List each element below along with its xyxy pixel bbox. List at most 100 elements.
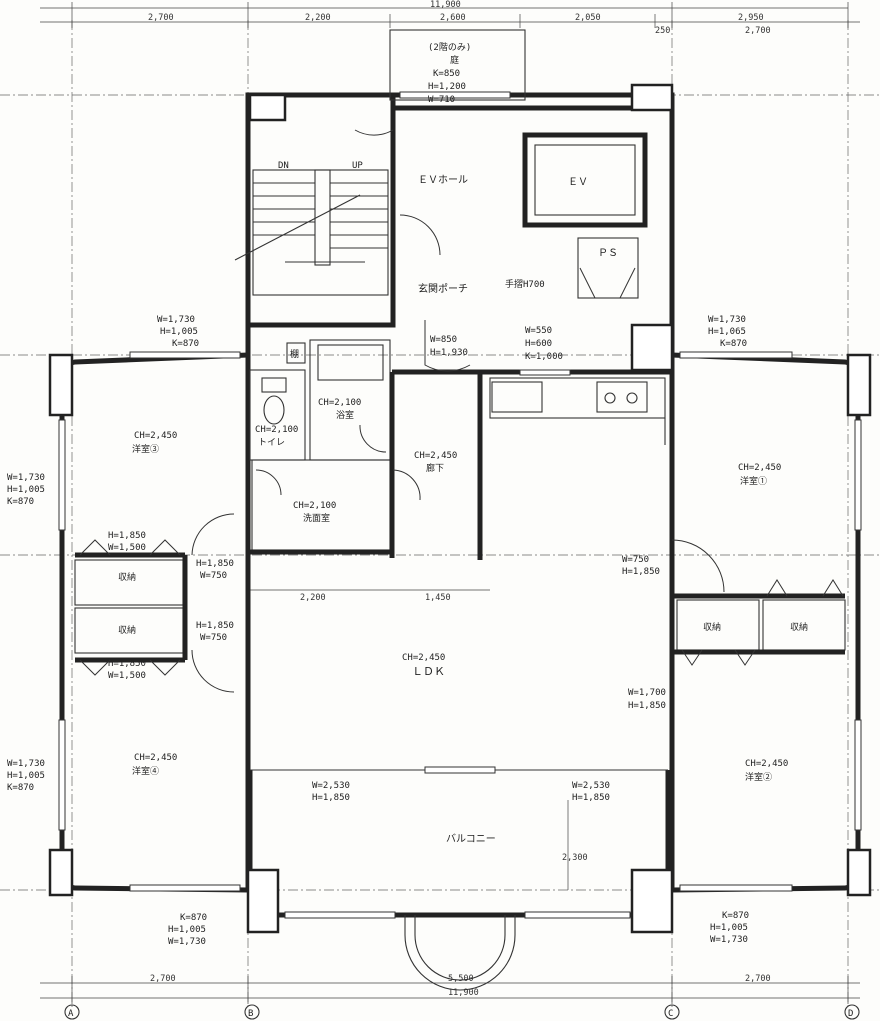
dim-top-4: 2,950 [738, 13, 764, 23]
ev-label: ＥＶ [568, 177, 588, 188]
r4-left-w: W=1,730 [7, 759, 45, 769]
dim-total-bottom: 11,900 [448, 988, 479, 998]
axis-c: C [668, 1009, 673, 1019]
axis-b: B [248, 1009, 253, 1019]
r4-left-k: K=870 [7, 783, 34, 793]
r2-bottom-w: W=1,730 [710, 935, 748, 945]
washroom-ch: CH=2,100 [293, 501, 336, 511]
ev-hall-label: ＥＶホール [418, 174, 468, 186]
room4-ch: CH=2,450 [134, 753, 177, 763]
door-r2-w: W=1,700 [628, 688, 666, 698]
dim-bottom-0: 2,700 [150, 974, 176, 984]
ldk-ch: CH=2,450 [402, 653, 445, 663]
room-labels: ＥＶホール ＥＶ ＰＳ 手摺H700 玄関ポーチ W=850 H=1,930 W… [118, 174, 808, 845]
stor-bot-h: H=1,850 [108, 659, 146, 669]
r3-left-w: W=1,730 [7, 473, 45, 483]
dim-balcony-depth: 2,300 [562, 853, 588, 863]
toilet-name: トイレ [258, 438, 285, 448]
ldk-name: ＬＤＫ [412, 665, 445, 678]
dim-top-3: 2,050 [575, 13, 601, 23]
r1-top-w: W=1,730 [708, 315, 746, 325]
dim-inner-2: 1,450 [425, 593, 451, 603]
dimension-labels: 11,900 2,700 2,200 2,600 2,050 2,950 2,7… [148, 0, 771, 998]
washroom-name: 洗面室 [303, 512, 330, 524]
room1-name: 洋室① [740, 475, 767, 487]
entry-door-h: H=1,930 [430, 348, 468, 358]
opening-labels: W=1,730 H=1,005 K=870 W=1,730 H=1,065 K=… [7, 315, 749, 947]
hall-name: 廊下 [426, 462, 444, 474]
columns [48, 83, 872, 934]
balc-r-h: H=1,850 [572, 793, 610, 803]
room3-ch: CH=2,450 [134, 431, 177, 441]
axis-a: A [68, 1009, 74, 1019]
dim-top-0: 2,700 [148, 13, 174, 23]
entry-door-w: W=850 [430, 335, 457, 345]
dim-top-5: 2,700 [745, 26, 771, 36]
stor-top-w: W=1,500 [108, 543, 146, 553]
niwa-spec-k: K=850 [433, 69, 460, 79]
dim-top-small: 250 [655, 26, 670, 36]
dim-bottom-1: 5,500 [448, 974, 474, 984]
r3-top-k: K=870 [172, 339, 199, 349]
r4-bottom-k: K=870 [180, 913, 207, 923]
storage-left-1: 収納 [118, 571, 136, 583]
shelf-box [286, 342, 306, 364]
room2-name: 洋室② [745, 771, 772, 783]
dimension-lines [40, 2, 860, 1004]
stair-dn-label: DN [278, 161, 289, 171]
r3-top-w: W=1,730 [157, 315, 195, 325]
door-r4-h: H=1,850 [196, 621, 234, 631]
porch-window-k: K=1,000 [525, 352, 563, 362]
bath-ch: CH=2,100 [318, 398, 361, 408]
storage-left-2: 収納 [118, 624, 136, 636]
r1-top-k: K=870 [720, 339, 747, 349]
porch-window-w: W=550 [525, 326, 552, 336]
r2-bottom-k: K=870 [722, 911, 749, 921]
door-r2-h: H=1,850 [628, 701, 666, 711]
r3-left-h: H=1,005 [7, 485, 45, 495]
doors [79, 129, 844, 693]
walls [59, 29, 861, 991]
toilet-fixture [261, 377, 287, 425]
grid-lines [0, 20, 880, 1010]
windows [58, 91, 862, 919]
axis-d: D [848, 1009, 853, 1019]
dim-top-2: 2,600 [440, 13, 466, 23]
r3-left-k: K=870 [7, 497, 34, 507]
r4-left-h: H=1,005 [7, 771, 45, 781]
niwa-spec-h: H=1,200 [428, 82, 466, 92]
r4-bottom-w: W=1,730 [168, 937, 206, 947]
r3-top-h: H=1,005 [160, 327, 198, 337]
niwa-note: (2階のみ) [428, 42, 471, 53]
staircase: DN UP [234, 161, 389, 296]
room3-name: 洋室③ [132, 443, 159, 455]
niwa-spec-w: W=710 [428, 95, 455, 105]
bath-name: 浴室 [336, 409, 354, 421]
porch-label: 玄関ポーチ [418, 282, 468, 295]
balc-l-w: W=2,530 [312, 781, 350, 791]
dim-bottom-2: 2,700 [745, 974, 771, 984]
storage-right-2: 収納 [790, 621, 808, 633]
room2-ch: CH=2,450 [745, 759, 788, 769]
room4-name: 洋室④ [132, 765, 159, 777]
stor-top-h: H=1,850 [108, 531, 146, 541]
handrail-label: 手摺H700 [505, 278, 545, 290]
balc-r-w: W=2,530 [572, 781, 610, 791]
door-r1-w: W=750 [622, 555, 649, 565]
balc-l-h: H=1,850 [312, 793, 350, 803]
storage-right-1: 収納 [703, 621, 721, 633]
dim-inner-1: 2,200 [300, 593, 326, 603]
door-r1-h: H=1,850 [622, 567, 660, 577]
stor-bot-w: W=1,500 [108, 671, 146, 681]
r1-top-h: H=1,065 [708, 327, 746, 337]
stair-up-label: UP [352, 161, 363, 171]
door-r3-w: W=750 [200, 571, 227, 581]
grid-axis-markers: A B C D [64, 1004, 860, 1020]
balcony-label: バルコニー [446, 833, 496, 845]
room1-ch: CH=2,450 [738, 463, 781, 473]
door-r4-w: W=750 [200, 633, 227, 643]
toilet-ch: CH=2,100 [255, 425, 298, 435]
dim-top-1: 2,200 [305, 13, 331, 23]
hall-ch: CH=2,450 [414, 451, 457, 461]
